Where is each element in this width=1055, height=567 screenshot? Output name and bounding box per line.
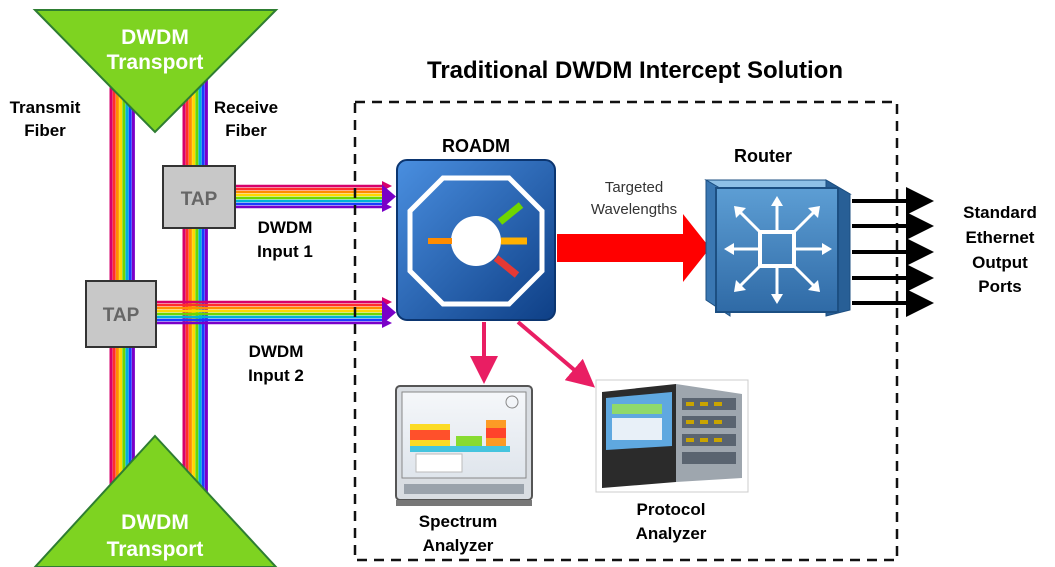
fiber-arrowhead (382, 300, 396, 325)
receive-fiber-bundle (182, 40, 208, 520)
targeted-label-2: Wavelengths (591, 201, 677, 218)
tap-upper-label: TAP (181, 189, 218, 210)
router-label: Router (734, 146, 792, 166)
output-label-2: Ethernet (966, 228, 1035, 247)
output-label-3: Output (972, 253, 1028, 272)
dwdm-transport-top: DWDM Transport (32, 9, 279, 134)
roadm-label: ROADM (442, 136, 510, 156)
dwdm-input-1-bundle (236, 181, 396, 212)
output-ports-arrows (852, 187, 934, 317)
tap-lower-label: TAP (103, 305, 140, 326)
spectrum-label-2: Analyzer (423, 536, 494, 555)
input-2-label-1: DWDM (249, 342, 304, 361)
transport-bottom-line1: DWDM (121, 511, 189, 534)
transmit-fiber-label-2: Fiber (24, 121, 66, 140)
transport-top-line1: DWDM (121, 26, 189, 49)
tap-lower: TAP (85, 280, 157, 348)
protocol-analyzer-device (595, 379, 749, 493)
protocol-label-2: Analyzer (636, 524, 707, 543)
arrow-to-protocol-analyzer (516, 320, 596, 388)
input-2-label-2: Input 2 (248, 366, 304, 385)
diagram-title: Traditional DWDM Intercept Solution (427, 57, 843, 84)
output-label-1: Standard (963, 203, 1037, 222)
targeted-label-1: Targeted (605, 179, 663, 196)
protocol-label-1: Protocol (637, 500, 706, 519)
input-1-label-1: DWDM (258, 218, 313, 237)
router-device (704, 179, 852, 317)
spectrum-analyzer-device (395, 385, 533, 506)
roadm-device (396, 159, 556, 321)
dwdm-transport-bottom: DWDM Transport (33, 434, 278, 567)
targeted-wavelengths-arrow (557, 214, 710, 282)
spectrum-label-1: Spectrum (419, 512, 497, 531)
dwdm-input-2-bundle (157, 297, 396, 328)
transmit-fiber-label-1: Transmit (10, 98, 81, 117)
receive-fiber-label-2: Fiber (225, 121, 267, 140)
output-label-4: Ports (978, 277, 1021, 296)
input-1-label-2: Input 1 (257, 242, 313, 261)
transport-top-line2: Transport (107, 51, 204, 74)
transport-bottom-line2: Transport (107, 538, 204, 561)
fiber-arrowhead (382, 184, 396, 209)
solution-boundary (353, 100, 899, 562)
receive-fiber-label-1: Receive (214, 98, 278, 117)
tap-upper: TAP (162, 165, 236, 229)
